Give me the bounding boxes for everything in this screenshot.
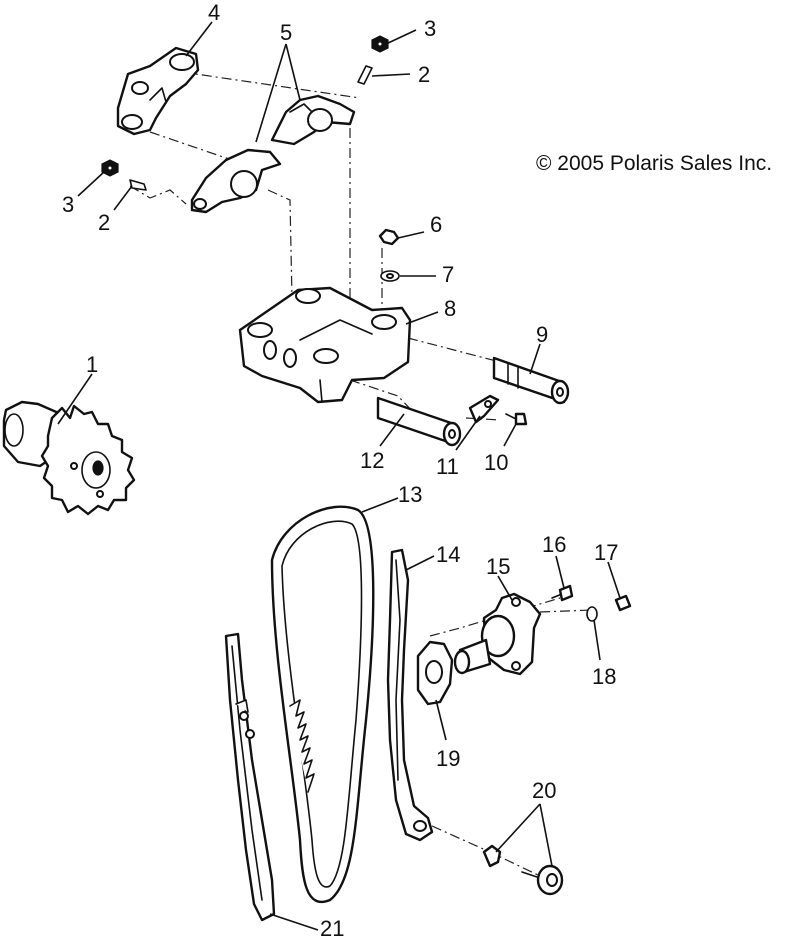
leader-lines — [57, 21, 621, 931]
part-3-nut-upper — [371, 35, 389, 53]
callout-13: 13 — [398, 482, 422, 507]
part-14-tensioner-guide — [386, 548, 434, 842]
part-3-nut-lower — [101, 159, 119, 177]
callout-21: 21 — [320, 916, 344, 939]
part-20-spacer — [482, 844, 502, 868]
callout-16: 16 — [542, 532, 566, 557]
part-18-o-ring — [586, 606, 598, 622]
callout-labels: 4 5 3 2 3 2 6 7 8 9 1 12 11 10 13 14 15 … — [62, 0, 618, 939]
part-6-nut — [378, 228, 400, 246]
part-12-rocker-shaft — [376, 396, 462, 447]
callout-1: 1 — [86, 352, 98, 377]
callout-4: 4 — [208, 0, 220, 25]
callout-6: 6 — [430, 212, 442, 237]
part-4-rocker-bracket — [116, 46, 200, 136]
callout-2-lower: 2 — [98, 210, 110, 235]
callout-3-upper: 3 — [424, 16, 436, 41]
part-21-chain-guide — [224, 632, 276, 922]
part-10-bolt — [505, 412, 528, 426]
callout-14: 14 — [436, 542, 460, 567]
part-20-pivot-bolt — [521, 864, 564, 896]
part-2-screw-lower — [129, 179, 147, 191]
callout-18: 18 — [592, 664, 616, 689]
part-5-rocker-arm-upper — [270, 94, 356, 146]
copyright-notice: © 2005 Polaris Sales Inc. — [536, 152, 772, 175]
callout-3-lower: 3 — [62, 192, 74, 217]
callout-17: 17 — [594, 540, 618, 565]
callout-12: 12 — [360, 448, 384, 473]
callout-2-upper: 2 — [418, 62, 430, 87]
part-5-rocker-arm-lower — [190, 148, 282, 214]
part-8-rocker-housing — [238, 286, 412, 404]
callout-9: 9 — [536, 322, 548, 347]
part-11-retainer-plate — [468, 394, 500, 424]
callout-15: 15 — [486, 554, 510, 579]
part-15-tensioner — [453, 592, 542, 676]
callout-11: 11 — [436, 454, 459, 479]
callout-8: 8 — [444, 296, 456, 321]
part-7-washer — [380, 270, 400, 282]
callout-7: 7 — [442, 262, 454, 287]
callout-19: 19 — [436, 746, 460, 771]
callout-10: 10 — [484, 450, 508, 475]
part-9-rocker-shaft — [492, 356, 570, 405]
part-17-plug — [614, 594, 632, 612]
callout-5: 5 — [280, 20, 292, 45]
callout-20: 20 — [532, 778, 556, 803]
part-1-camshaft — [2, 400, 136, 516]
part-13-cam-chain — [270, 505, 375, 904]
part-2-screw-upper — [357, 65, 373, 85]
part-19-gasket — [416, 640, 454, 706]
part-16-bolt — [551, 584, 574, 602]
